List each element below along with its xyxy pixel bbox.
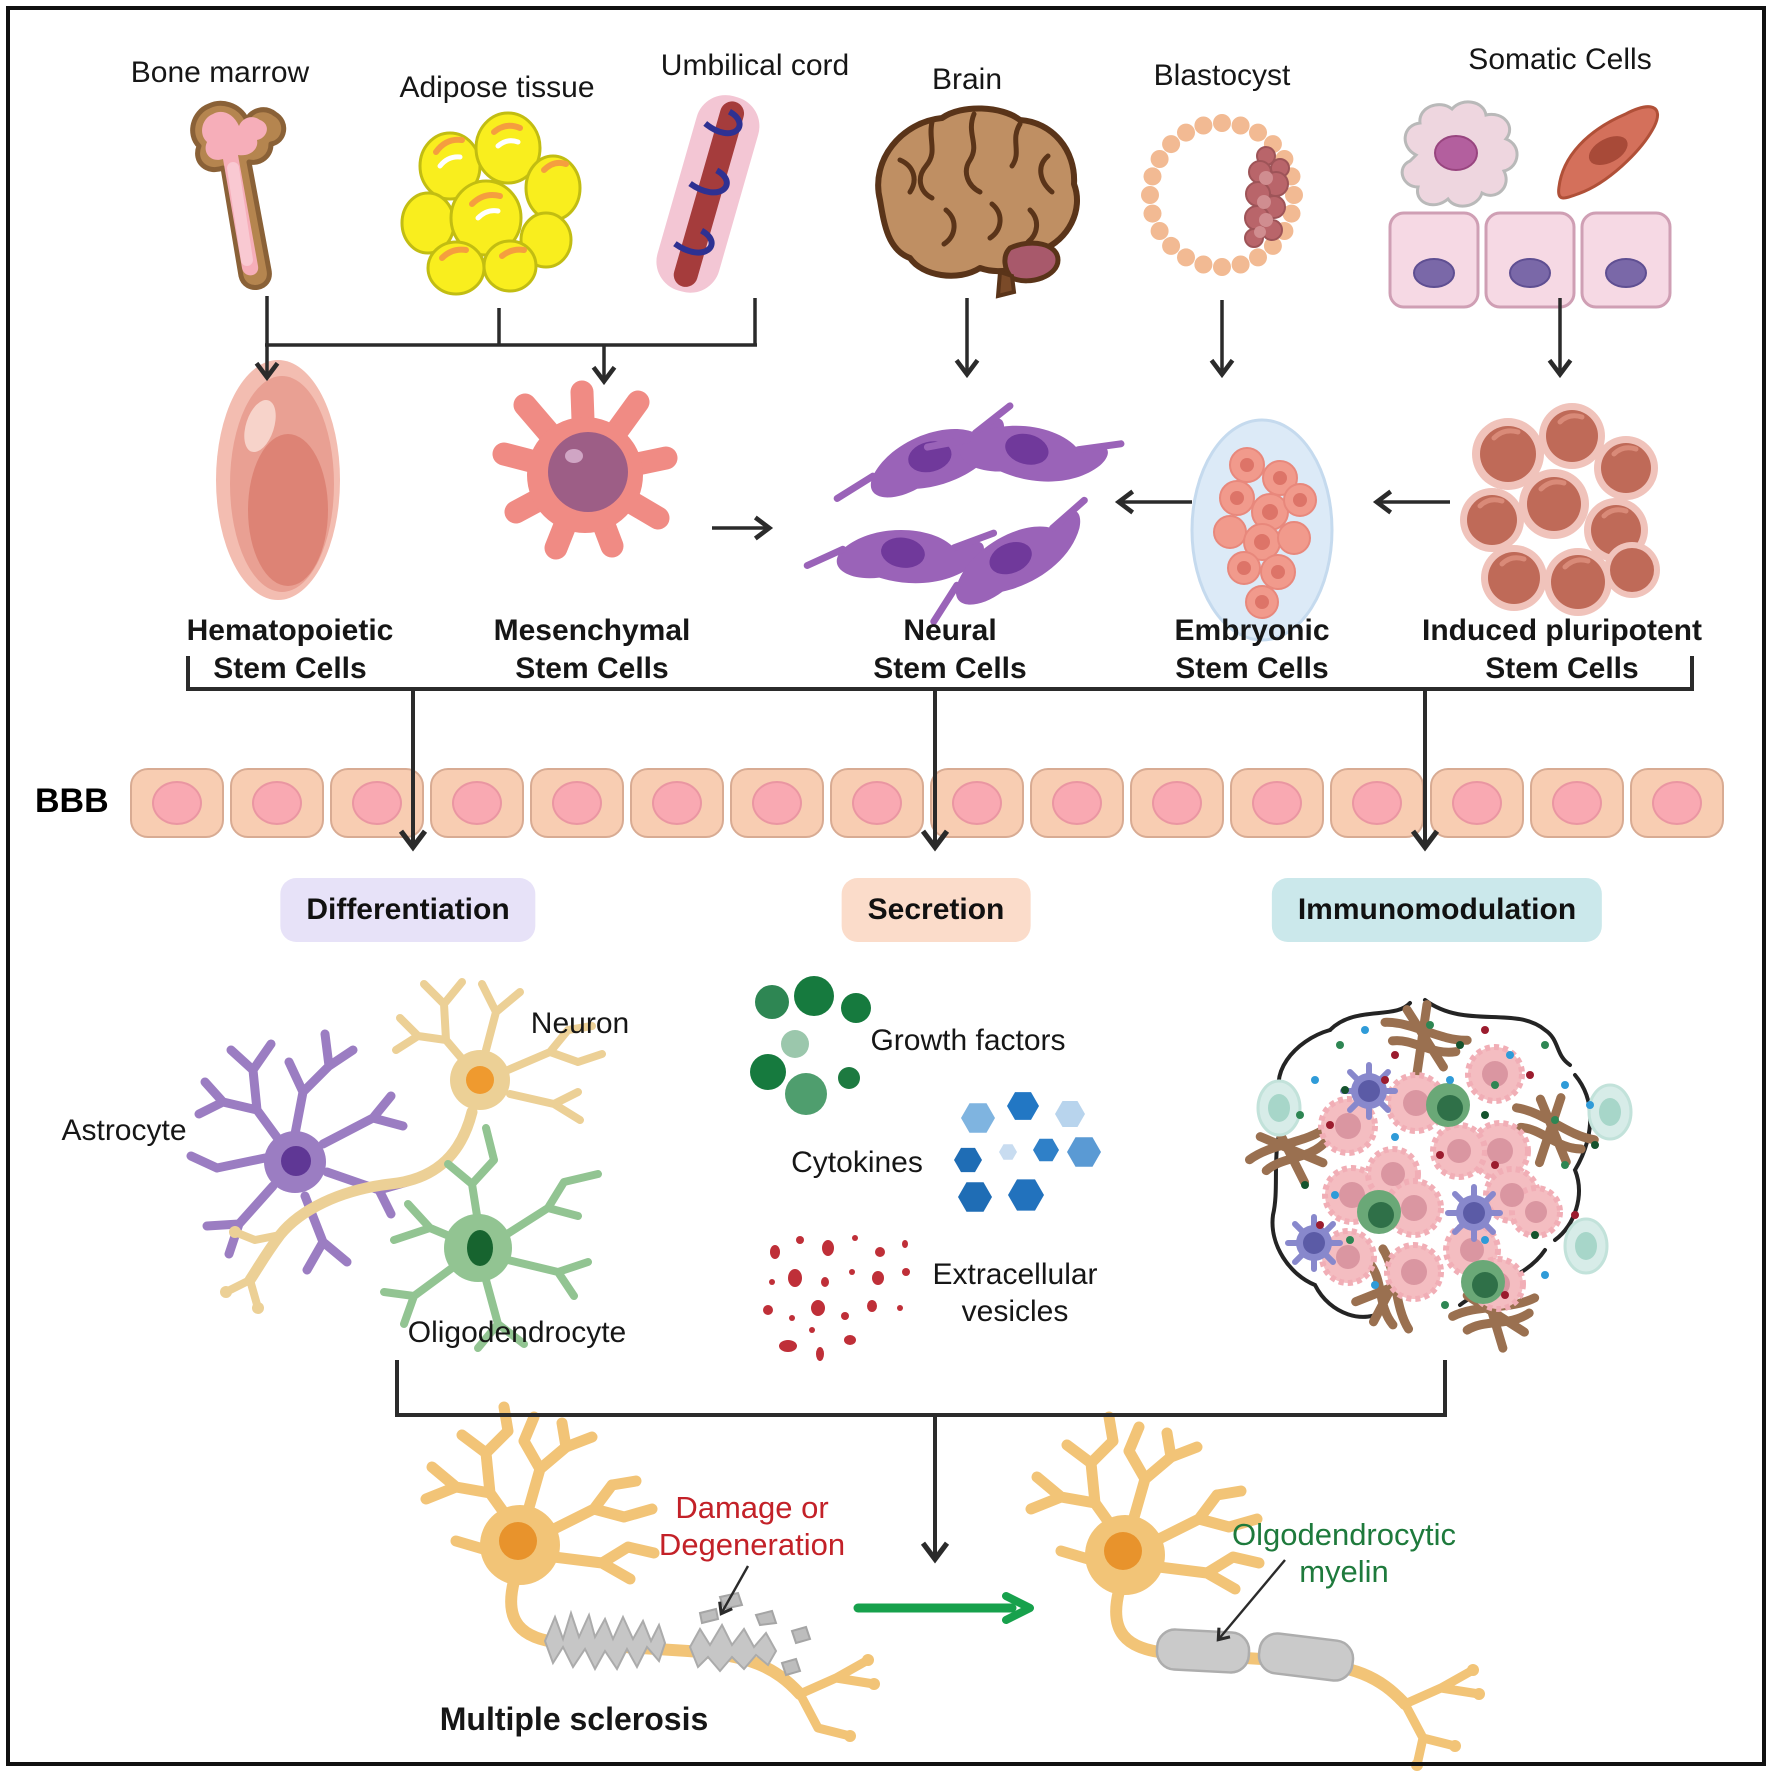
damaged-neuron-icon <box>420 1401 880 1742</box>
cytokines-icon <box>954 1092 1101 1212</box>
bbb-cell <box>1530 768 1624 838</box>
neuron-icon <box>220 978 606 1314</box>
bone-marrow-icon <box>190 100 287 290</box>
source-label-umbilical: Umbilical cord <box>660 49 850 82</box>
astrocyte-label: Astrocyte <box>61 1114 187 1147</box>
brain-icon <box>875 105 1080 299</box>
bbb-cell <box>630 768 724 838</box>
blastocyst-icon <box>1141 114 1303 276</box>
embryonic-stem-cells-icon <box>1190 418 1334 642</box>
immunomodulation-icon <box>1244 998 1633 1353</box>
bbb-cell <box>230 768 324 838</box>
myelin-label: Olgodendrocytic myelin <box>1231 1517 1457 1589</box>
source-to-stem-arrows <box>254 296 1573 386</box>
neuron-label: Neuron <box>530 1007 630 1040</box>
oligodendrocyte-label: Oligodendrocyte <box>407 1316 627 1349</box>
source-label-somatic-cells: Somatic Cells <box>1468 43 1652 76</box>
bbb-cell <box>130 768 224 838</box>
stem-label-ipsc: Induced pluripotent Stem Cells <box>1422 614 1702 685</box>
oligodendrocyte-icon <box>380 1124 602 1352</box>
source-label-adipose: Adipose tissue <box>399 71 595 104</box>
source-label-blastocyst: Blastocyst <box>1153 59 1291 92</box>
mesenchymal-stem-cell-icon <box>492 380 678 560</box>
stem-label-neural: Neural Stem Cells <box>873 614 1027 685</box>
ipsc-icon <box>1460 403 1660 616</box>
bbb-cell <box>830 768 924 838</box>
bbb-cell <box>430 768 524 838</box>
bbb-cell <box>1130 768 1224 838</box>
damage-label: Damage or Degeneration <box>658 1490 846 1562</box>
extracellular-vesicles-icon <box>763 1235 910 1361</box>
bbb-cell <box>530 768 624 838</box>
stem-to-mechanism-bracket <box>186 656 1694 852</box>
mechanism-secretion: Secretion <box>841 878 1031 942</box>
bbb-cell <box>330 768 424 838</box>
bbb-cell <box>1330 768 1424 838</box>
bbb-label: BBB <box>35 782 109 820</box>
growth-factors-icon <box>750 976 871 1115</box>
bbb-cell <box>730 768 824 838</box>
stem-cross-arrows <box>712 489 1450 541</box>
bbb-cell <box>1630 768 1724 838</box>
umbilical-cord-icon <box>656 95 760 293</box>
cytokines-label: Cytokines <box>791 1146 923 1179</box>
extracellular-vesicles-label: Extracellular vesicles <box>932 1258 1098 1328</box>
bbb-cell <box>930 768 1024 838</box>
annotation-arrows <box>718 1559 1286 1642</box>
somatic-cells-icon <box>1388 100 1672 309</box>
multiple-sclerosis-label: Multiple sclerosis <box>439 1701 709 1737</box>
mechanism-differentiation: Differentiation <box>280 878 536 942</box>
neural-stem-cells-icon <box>803 402 1125 626</box>
bbb-cell <box>1430 768 1524 838</box>
stem-label-embryonic: Embryonic Stem Cells <box>1174 614 1330 685</box>
stem-label-hematopoietic: Hematopoietic Stem Cells <box>186 614 394 685</box>
source-label-brain: Brain <box>931 63 1003 96</box>
stem-label-mesenchymal: Mesenchymal Stem Cells <box>493 614 691 685</box>
mechanism-immunomodulation: Immunomodulation <box>1271 878 1603 942</box>
source-label-bone-marrow: Bone marrow <box>130 56 310 89</box>
bbb-cell <box>1030 768 1124 838</box>
mechanism-to-outcome-bracket <box>395 1360 1447 1564</box>
blood-brain-barrier <box>130 768 1724 838</box>
growth-factors-label: Growth factors <box>870 1024 1066 1057</box>
adipose-tissue-icon <box>400 111 582 296</box>
astrocyte-icon <box>186 1029 412 1275</box>
bbb-cell <box>1230 768 1324 838</box>
hematopoietic-stem-cell-icon <box>216 360 340 600</box>
